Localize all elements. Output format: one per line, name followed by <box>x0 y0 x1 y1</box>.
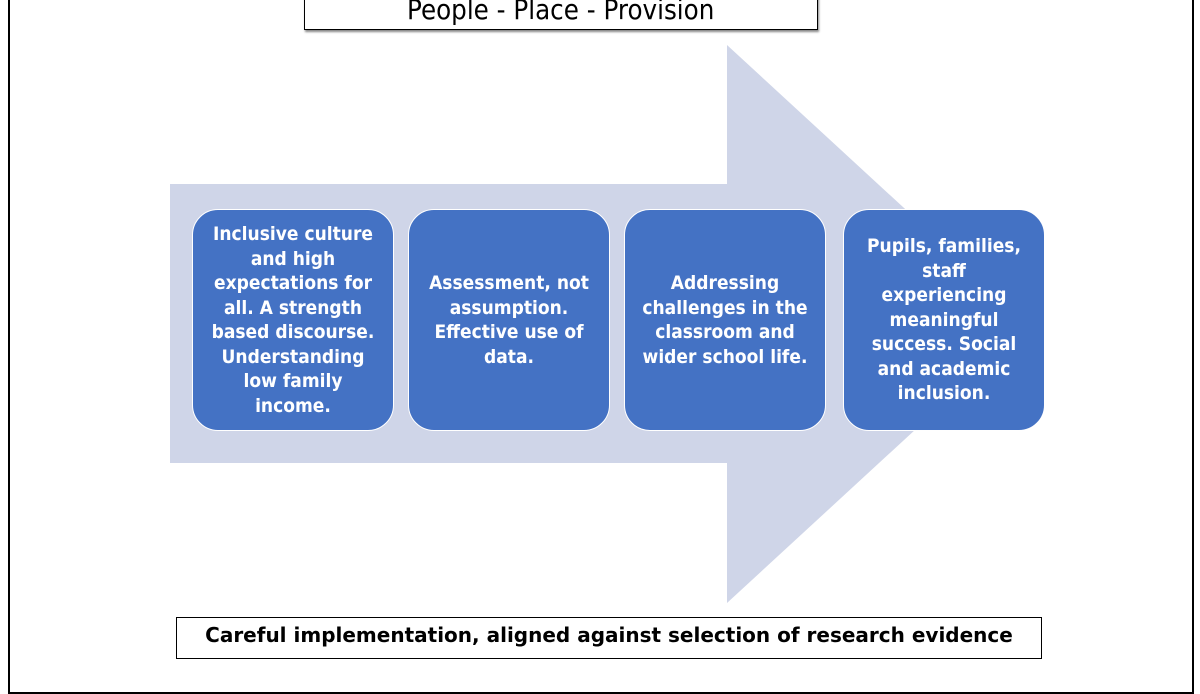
step-3-text: Addressing challenges in the classroom a… <box>642 272 808 368</box>
footer-text: Careful implementation, aligned against … <box>205 623 1013 647</box>
title-box: People - Place - Provision <box>304 0 818 30</box>
step-4-text: Pupils, families, staff experiencing mea… <box>867 235 1021 405</box>
diagram-title: People - Place - Provision <box>407 0 715 26</box>
step-4: Pupils, families, staff experiencing mea… <box>843 209 1045 431</box>
step-1: Inclusive culture and high expectations … <box>192 209 394 431</box>
step-1-text: Inclusive culture and high expectations … <box>211 223 375 417</box>
step-2-text: Assessment, not assumption. Effective us… <box>429 272 589 368</box>
footer-box: Careful implementation, aligned against … <box>176 617 1042 659</box>
step-3: Addressing challenges in the classroom a… <box>624 209 826 431</box>
step-2: Assessment, not assumption. Effective us… <box>408 209 610 431</box>
